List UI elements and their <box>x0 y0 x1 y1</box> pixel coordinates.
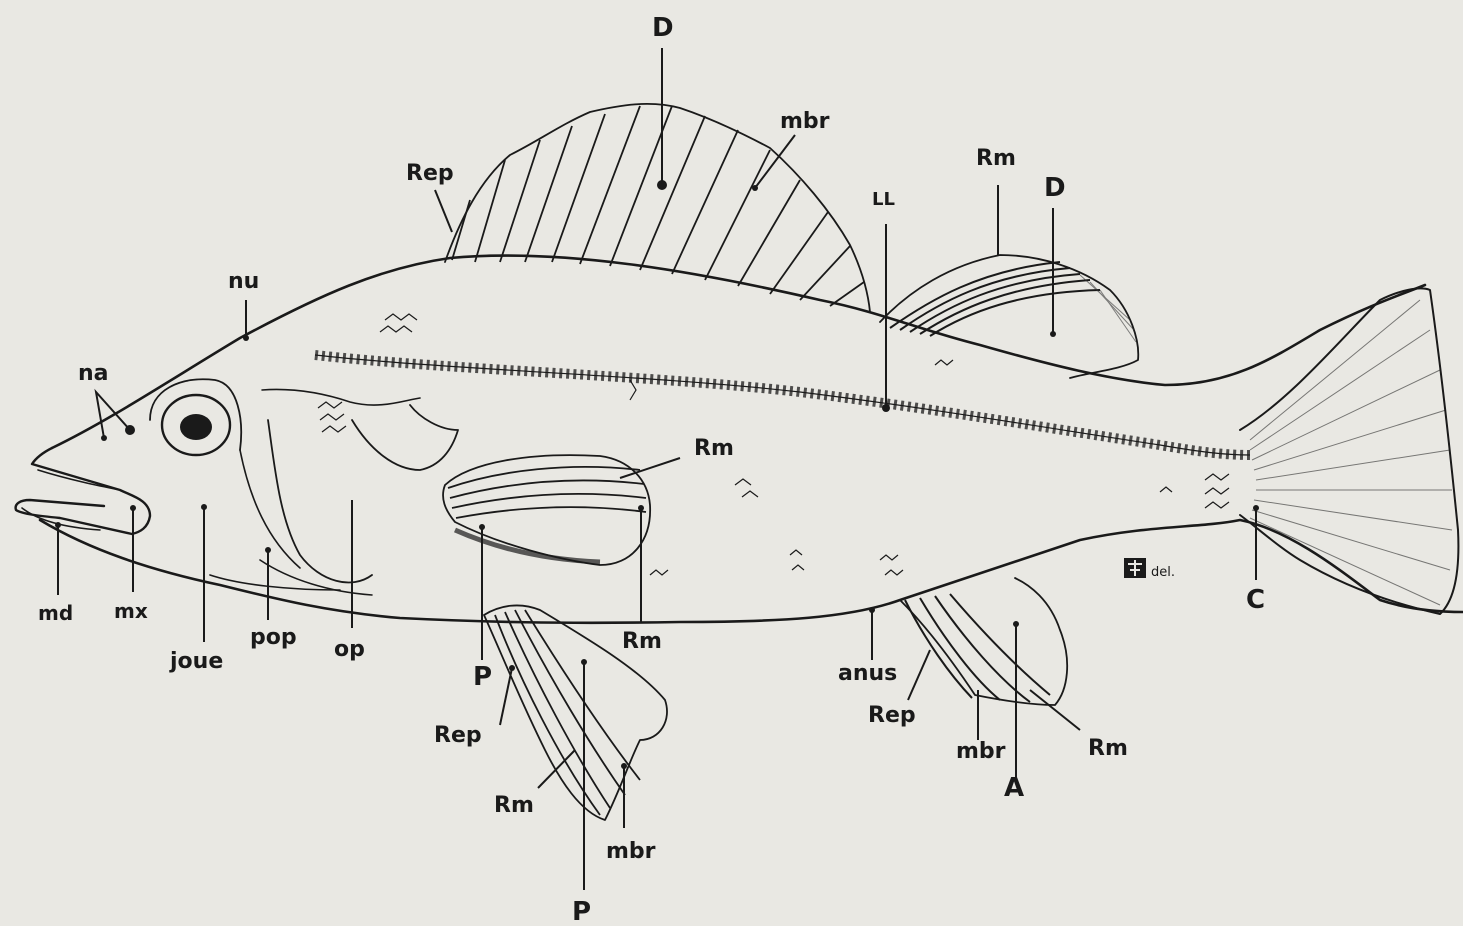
label-joue: joue <box>169 649 223 674</box>
label-del: del. <box>1151 565 1175 580</box>
caudal-fin <box>1240 288 1458 614</box>
fish-body <box>16 256 1463 623</box>
soft-dorsal-fin <box>880 255 1138 378</box>
label-D-dorsal: D <box>652 13 674 43</box>
anal-fin <box>900 578 1067 705</box>
label-nu: nu <box>228 269 259 294</box>
label-Rm-anal: Rm <box>1088 736 1128 761</box>
label-Rm-second-dorsal: Rm <box>976 146 1016 171</box>
label-LL: LL <box>872 189 895 210</box>
label-Rm-pectoral-upper: Rm <box>694 436 734 461</box>
label-mbr-anal: mbr <box>956 739 1006 764</box>
spiny-dorsal-fin <box>445 104 870 312</box>
label-mbr-dorsal: mbr <box>780 109 830 134</box>
label-mbr-pelvic: mbr <box>606 839 656 864</box>
label-A: A <box>1004 773 1024 803</box>
label-md: md <box>38 601 73 625</box>
label-Rm-pectoral-lower: Rm <box>622 629 662 654</box>
label-Rep-pelvic: Rep <box>434 723 482 748</box>
label-Rm-pelvic: Rm <box>494 793 534 818</box>
label-anus: anus <box>838 661 897 686</box>
label-op: op <box>334 637 365 662</box>
label-pop: pop <box>250 625 297 650</box>
label-Rep-anal: Rep <box>868 703 916 728</box>
label-P-pectoral: P <box>473 662 492 692</box>
label-mx: mx <box>114 599 148 623</box>
label-na: na <box>78 361 109 386</box>
scale-patches <box>318 314 1229 575</box>
pectoral-fin <box>443 455 650 565</box>
leader-lines <box>55 48 1259 890</box>
label-P-pelvic: P <box>572 897 591 926</box>
artist-monogram: del. <box>1124 558 1175 580</box>
label-D-second-dorsal: D <box>1044 173 1066 203</box>
labels: D mbr Rep LL Rm D nu na md mx joue pop o… <box>38 13 1265 926</box>
label-Rep-dorsal: Rep <box>406 161 454 186</box>
label-C: C <box>1246 585 1265 615</box>
